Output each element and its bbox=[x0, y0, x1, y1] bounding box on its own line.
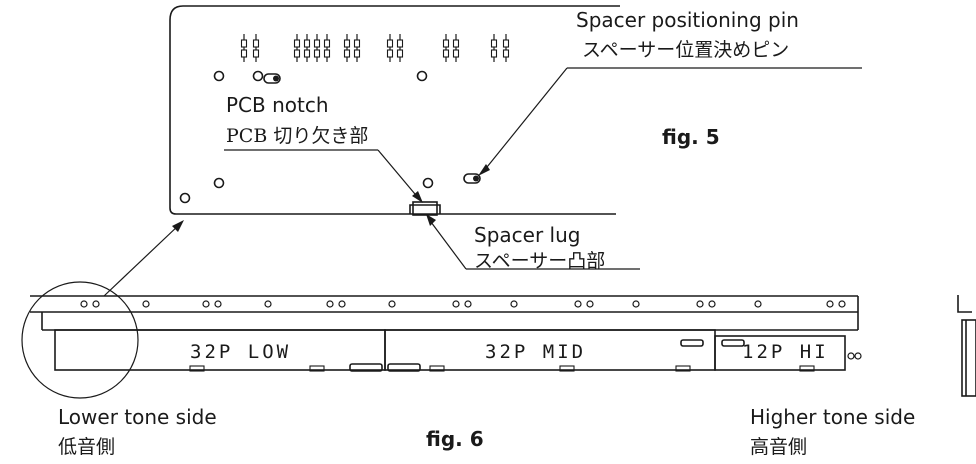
strip-hole bbox=[510, 300, 518, 308]
pcb-components bbox=[240, 34, 510, 62]
spacer-sections: 32P LOW 32P MID 12P HI bbox=[54, 329, 862, 372]
pcb-holes bbox=[179, 70, 481, 204]
section-tab bbox=[559, 365, 575, 372]
component-pin-column bbox=[386, 34, 394, 62]
section-label-mid: 32P MID bbox=[485, 341, 586, 363]
spacer-strip bbox=[30, 295, 859, 331]
strip-hole bbox=[326, 300, 334, 308]
section-tab bbox=[429, 365, 445, 372]
component-pin-column bbox=[313, 34, 321, 62]
zoom-circle bbox=[21, 281, 139, 399]
component-pin-column bbox=[442, 34, 450, 62]
strip-hole bbox=[388, 300, 396, 308]
component-pin-column bbox=[303, 34, 311, 62]
component-pin-column bbox=[343, 34, 351, 62]
figure-5-caption: fig. 5 bbox=[662, 125, 720, 149]
strip-hole bbox=[632, 300, 640, 308]
label-pcb-notch: PCB notch bbox=[226, 93, 329, 117]
label-lower-tone-side: Lower tone side bbox=[58, 405, 217, 429]
label-spacer-lug-jp: スペーサー凸部 bbox=[474, 250, 605, 272]
label-spacer-lug: Spacer lug bbox=[474, 223, 580, 247]
component-pin-column bbox=[452, 34, 460, 62]
label-pcb-notch-jp: PCB 切り欠き部 bbox=[226, 125, 368, 147]
strip-hole bbox=[464, 300, 472, 308]
component-pin-column bbox=[353, 34, 361, 62]
partial-right-fixture bbox=[957, 295, 976, 397]
component-pin-column bbox=[502, 34, 510, 62]
component-pin-column bbox=[240, 34, 248, 62]
section-tab bbox=[189, 365, 205, 372]
label-lower-tone-side-jp: 低音側 bbox=[58, 436, 115, 458]
section-tab bbox=[675, 365, 691, 372]
label-spacer-positioning-pin: Spacer positioning pin bbox=[576, 8, 799, 32]
spacer-positioning-pin bbox=[463, 173, 481, 184]
section-12p-hi bbox=[714, 335, 846, 371]
label-higher-tone-side-jp: 高音側 bbox=[750, 436, 807, 458]
strip-hole bbox=[80, 300, 88, 308]
section-label-hi: 12P HI bbox=[742, 341, 829, 363]
component-pin-column bbox=[396, 34, 404, 62]
strip-hole bbox=[838, 300, 846, 308]
label-higher-tone-side: Higher tone side bbox=[750, 405, 915, 429]
strip-hole bbox=[92, 300, 100, 308]
strip-hole bbox=[264, 300, 272, 308]
strip-hole bbox=[574, 300, 582, 308]
figure-6-caption: fig. 6 bbox=[426, 427, 484, 451]
callout-leaders bbox=[224, 67, 862, 270]
component-pin-column bbox=[490, 34, 498, 62]
label-spacer-positioning-pin-jp: スペーサー位置決めピン bbox=[582, 39, 789, 61]
component-pin-column bbox=[323, 34, 331, 62]
strip-hole bbox=[214, 300, 222, 308]
strip-hole bbox=[696, 300, 704, 308]
component-pin-column bbox=[252, 34, 260, 62]
strip-hole bbox=[338, 300, 346, 308]
strip-hole bbox=[202, 300, 210, 308]
pcb-board bbox=[169, 5, 620, 216]
spacer-lug bbox=[412, 201, 438, 216]
section-tab bbox=[799, 365, 815, 372]
strip-hole bbox=[826, 300, 834, 308]
section-label-low: 32P LOW bbox=[190, 341, 291, 363]
strip-hole bbox=[586, 300, 594, 308]
strip-hole bbox=[708, 300, 716, 308]
section-tab bbox=[309, 365, 325, 372]
zoom-arrow bbox=[103, 220, 184, 297]
strip-hole bbox=[452, 300, 460, 308]
strip-hole bbox=[142, 300, 150, 308]
pcb-notch-slot bbox=[263, 73, 281, 84]
strip-hole bbox=[754, 300, 762, 308]
component-pin-column bbox=[293, 34, 301, 62]
